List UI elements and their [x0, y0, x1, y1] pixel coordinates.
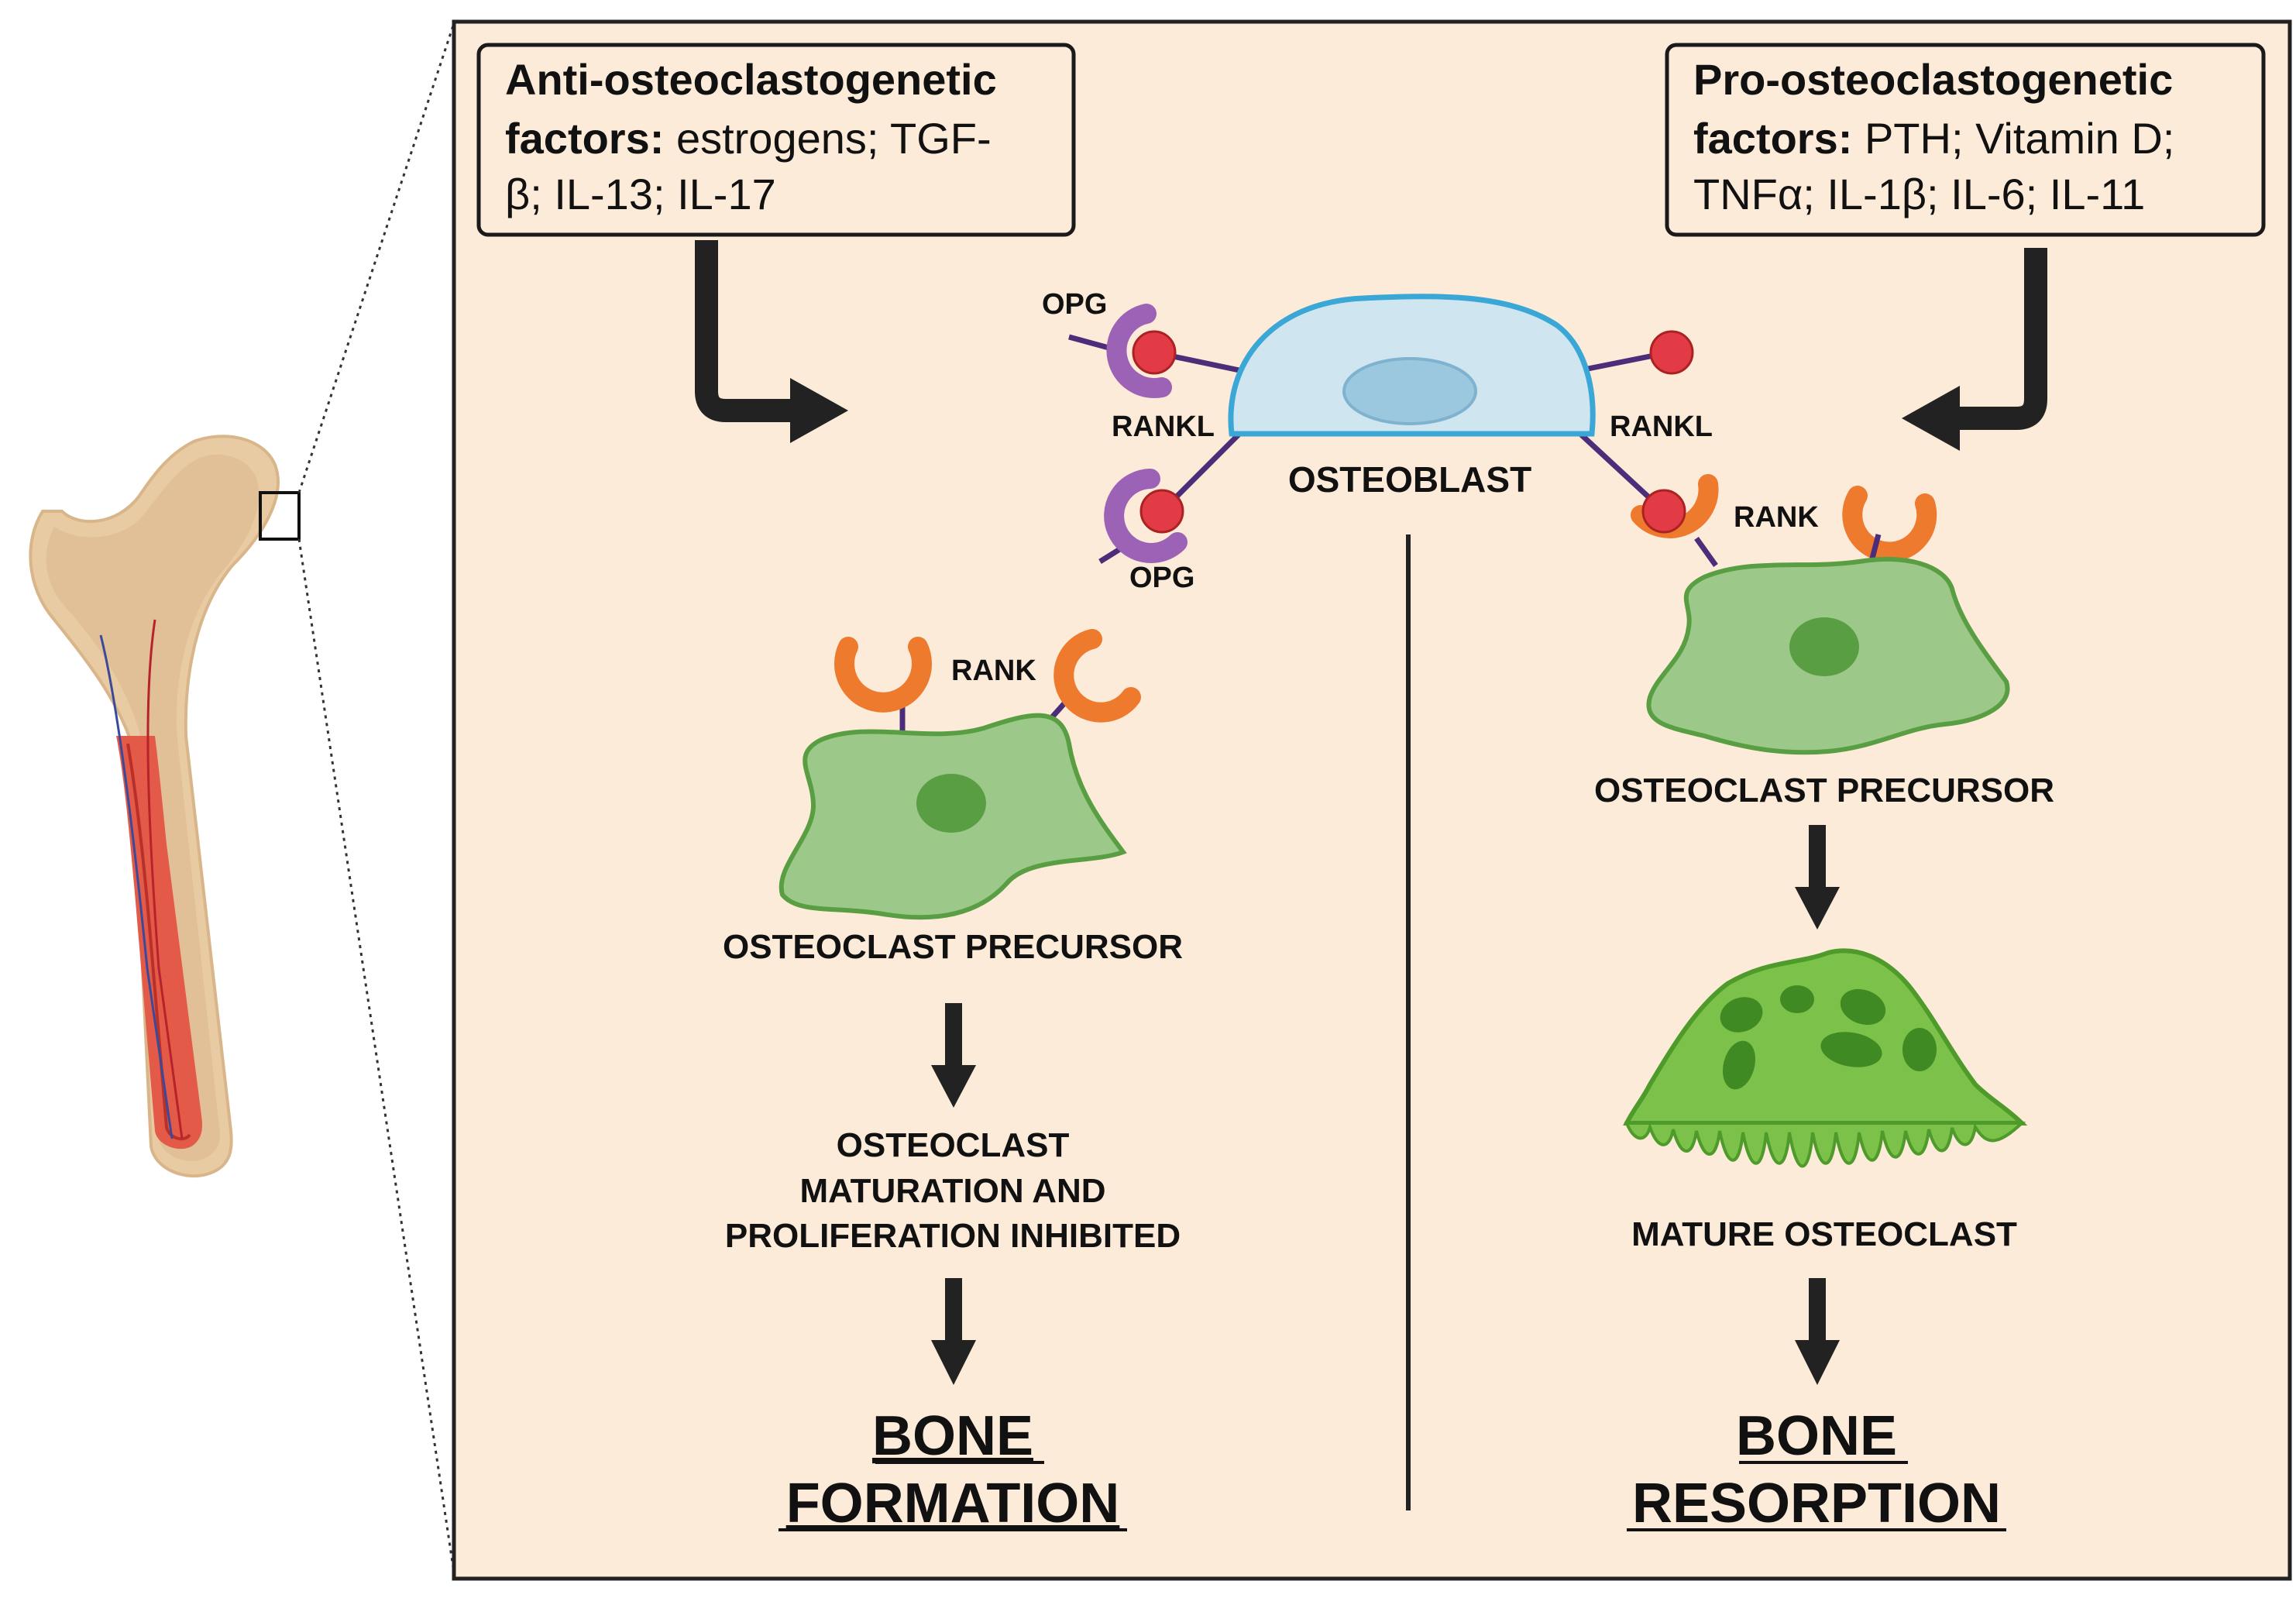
femur-icon — [29, 435, 301, 1178]
anti-arrow-icon — [695, 240, 848, 443]
anti-factors-label: factors: — [505, 114, 664, 163]
rank-label-left: RANK — [951, 655, 1036, 687]
rankl-ligand-icon — [1139, 489, 1184, 534]
osteoclast-precursor-label-left: OSTEOCLAST PRECURSOR — [723, 928, 1183, 966]
osteoclast-precursor-icon — [779, 629, 1141, 920]
pro-factors-box: Pro-osteoclastogenetic factors: PTH; Vit… — [1665, 43, 2266, 237]
zoom-region-box — [259, 491, 301, 541]
zoom-line-bottom — [297, 538, 455, 1573]
pro-factors-label: factors: — [1693, 114, 1852, 163]
osteoclast-precursor-icon — [1646, 556, 2010, 755]
rankl-ligand-icon — [1132, 330, 1177, 375]
down-arrow-icon — [931, 1003, 976, 1108]
anti-factors-title: Anti-osteoclastogenetic — [505, 55, 997, 104]
rank-label-right: RANK — [1734, 501, 1819, 534]
opg-decoy-icon — [1068, 304, 1177, 399]
down-arrow-icon — [1795, 825, 1840, 930]
pro-factors-title: Pro-osteoclastogenetic — [1693, 55, 2173, 104]
opg-decoy-icon — [1098, 469, 1188, 564]
mature-osteoclast-icon — [1623, 948, 2028, 1168]
pro-factors-list-1: PTH; Vitamin D; — [1852, 114, 2174, 163]
zoom-line-top — [297, 22, 455, 493]
opg-label-top: OPG — [1042, 288, 1107, 321]
rankl-label-right: RANKL — [1610, 411, 1713, 443]
down-arrow-icon — [1795, 1278, 1840, 1385]
inhibited-line-2: MATURATION AND — [799, 1172, 1105, 1210]
anti-factors-list-2: β; IL-13; IL-17 — [505, 170, 776, 218]
svg-text:factors: PTH; Vitamin D;: factors: PTH; Vitamin D; — [1693, 114, 2174, 163]
inhibited-line-3: PROLIFERATION INHIBITED — [725, 1217, 1181, 1255]
rankl-ligand-icon — [1649, 330, 1694, 375]
bone-formation-line-2: FORMATION — [786, 1473, 1120, 1534]
pro-factors-list-2: TNFα; IL-1β; IL-6; IL-11 — [1693, 170, 2145, 218]
rank-receptor-icon — [1631, 474, 1719, 568]
svg-text:factors: estrogens; TGF-: factors: estrogens; TGF- — [505, 114, 992, 163]
down-arrow-icon — [931, 1278, 976, 1385]
main-panel — [452, 19, 2292, 1581]
opg-label-bottom: OPG — [1129, 562, 1194, 594]
inhibited-line-1: OSTEOCLAST — [837, 1126, 1070, 1164]
pro-arrow-icon — [1902, 248, 2047, 451]
rank-receptor-icon — [1053, 629, 1141, 723]
osteoclast-precursor-label-right: OSTEOCLAST PRECURSOR — [1594, 772, 2054, 809]
rankl-ligand-icon — [1641, 489, 1686, 534]
rankl-label-left: RANKL — [1112, 411, 1215, 443]
bone-resorption-line-1: BONE — [1736, 1405, 1897, 1467]
osteoblast-label: OSTEOBLAST — [1288, 459, 1531, 500]
bone-resorption-line-2: RESORPTION — [1632, 1473, 2001, 1534]
mature-osteoclast-label: MATURE OSTEOCLAST — [1631, 1215, 2017, 1253]
osteoblast-cell-icon — [1153, 294, 1670, 514]
anti-factors-box: Anti-osteoclastogenetic factors: estroge… — [476, 43, 1076, 237]
anti-factors-list-1: estrogens; TGF- — [664, 114, 991, 163]
bone-formation-line-1: BONE — [872, 1405, 1033, 1467]
